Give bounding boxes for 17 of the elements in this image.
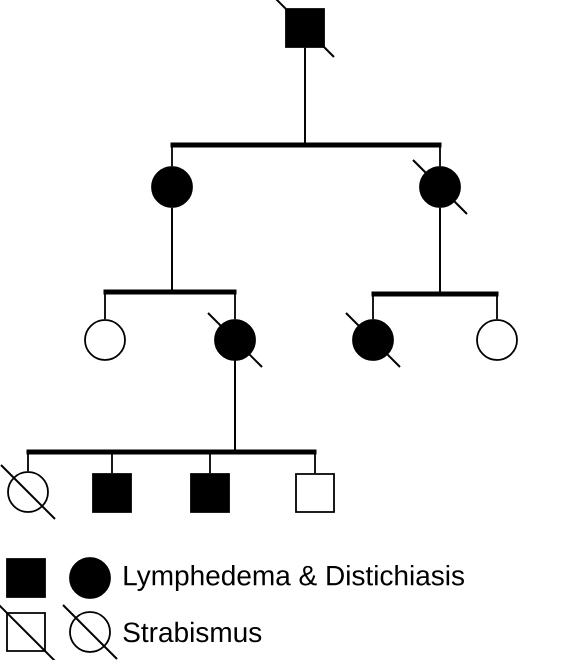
descent-line — [234, 360, 316, 474]
female-circle — [0, 464, 56, 520]
descent-line — [439, 208, 498, 320]
descent-line — [171, 208, 236, 320]
female-circle — [84, 319, 126, 361]
male-square — [295, 473, 335, 513]
descent-line — [304, 48, 441, 166]
female-circle — [476, 319, 518, 361]
male-square — [190, 473, 230, 513]
legend-text: Lymphedema & Distichiasis — [124, 564, 464, 592]
legend-text: Strabismus — [123, 622, 262, 642]
female-circle — [345, 312, 401, 368]
male-square — [275, 0, 335, 58]
female-circle — [207, 312, 263, 368]
female-circle — [151, 166, 193, 208]
male-square — [92, 473, 132, 513]
female-circle — [412, 159, 468, 215]
